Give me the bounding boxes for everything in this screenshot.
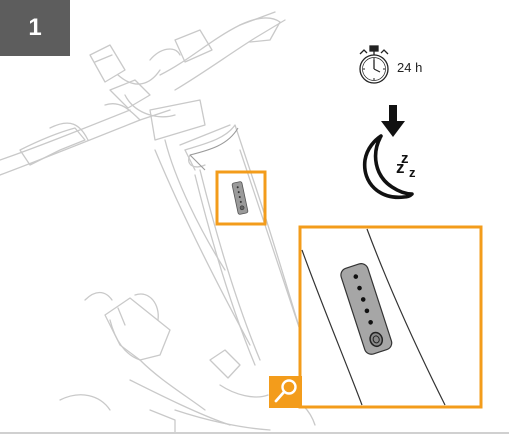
step-number: 1: [28, 14, 42, 41]
bottom-divider: [0, 432, 509, 434]
stopwatch-icon: [359, 45, 389, 84]
battery-indicator-icon: [231, 181, 249, 215]
duration-label: 24 h: [397, 60, 423, 75]
magnifier-icon: [269, 376, 302, 408]
svg-text:z: z: [409, 165, 416, 180]
svg-text:z: z: [396, 158, 405, 177]
zoom-panel: [298, 225, 483, 409]
step-number-badge: 1: [0, 0, 70, 56]
down-arrow-icon: [381, 105, 405, 137]
svg-text:z: z: [401, 150, 409, 167]
sleep-moon-icon: z z z: [362, 134, 416, 200]
zoomed-battery-indicator-icon: [340, 263, 393, 355]
indicator-highlight-box: [215, 170, 267, 226]
